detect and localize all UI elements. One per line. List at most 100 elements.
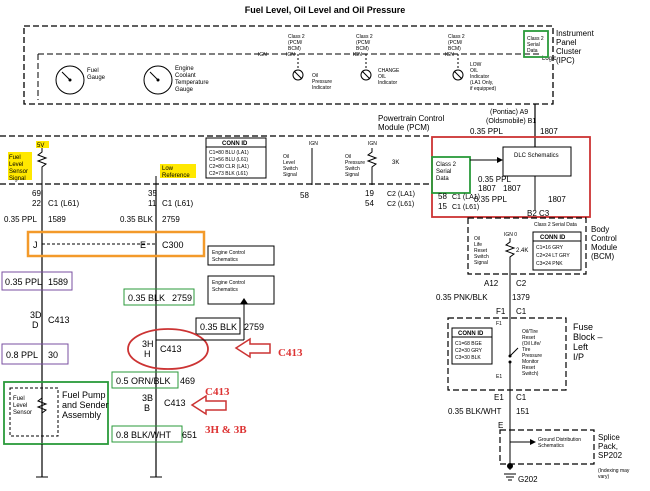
svg-text:CONN ID: CONN ID [222,141,248,147]
svg-text:11: 11 [148,199,157,208]
svg-text:0.35 PNK/BLK: 0.35 PNK/BLK [436,293,488,302]
fuel-pump-assembly [3,381,109,445]
svg-text:651: 651 [182,430,197,440]
svg-text:IGN: IGN [368,141,377,147]
svg-text:0.35 PPL: 0.35 PPL [4,215,37,224]
red-arrow-1 [234,337,271,359]
oldsmobile-pin: (Oldsmobile) B1 [486,118,536,125]
svg-text:A12: A12 [484,279,499,288]
svg-text:0.5 ORN/BLK: 0.5 ORN/BLK [116,376,171,386]
svg-text:C2=73 BLK (L61): C2=73 BLK (L61) [209,171,248,177]
c413-red-circle [127,328,209,370]
svg-text:0.35 PPL: 0.35 PPL [478,175,511,184]
svg-text:1807: 1807 [503,184,521,193]
dlc-box [502,146,572,177]
pontiac-pin: (Pontiac) A9 [490,109,528,116]
svg-text:Class 2(PCM/BCM): Class 2(PCM/BCM) [356,34,373,52]
svg-text:1807: 1807 [478,184,496,193]
svg-text:C1=56 BLU (L61): C1=56 BLU (L61) [209,157,248,163]
svg-text:0.8 BLK/WHT: 0.8 BLK/WHT [116,430,172,440]
svg-text:C1=68 BGE: C1=68 BGE [455,341,482,347]
svg-text:19: 19 [365,189,374,198]
fuse-conn-id [451,327,493,365]
svg-text:3H & 3B: 3H & 3B [205,424,247,436]
svg-text:C300: C300 [162,240,184,250]
pcm-class2-highlight [431,156,471,194]
svg-text:J: J [33,240,38,250]
bcm-box [467,217,587,275]
c300-highlight [26,230,206,258]
svg-text:IGN: IGN [286,52,295,58]
svg-text:469: 469 [180,376,195,386]
circuit-1807-top: 1807 [540,127,558,136]
svg-text:15: 15 [438,202,447,211]
svg-text:C1 (L61): C1 (L61) [162,199,193,208]
svg-text:2759: 2759 [162,215,180,224]
svg-text:Class 2(PCM/BCM): Class 2(PCM/BCM) [448,34,465,52]
svg-text:E: E [498,421,503,430]
svg-text:Class 2 Serial Data: Class 2 Serial Data [534,222,577,228]
ipc-box [23,25,554,105]
svg-text:C1 (L61): C1 (L61) [452,204,479,211]
svg-text:0.35 BLK: 0.35 BLK [128,293,165,303]
svg-text:C413: C413 [278,347,303,359]
svg-text:1807: 1807 [548,195,566,204]
svg-text:G202: G202 [518,475,538,484]
svg-text:54: 54 [365,199,374,208]
svg-text:151: 151 [516,407,530,416]
svg-text:0.35 BLK: 0.35 BLK [200,322,237,332]
svg-text:2759: 2759 [244,322,264,332]
svg-text:C2=24 LT GRY: C2=24 LT GRY [536,253,570,259]
ipc-class2-highlight [523,30,549,58]
svg-text:58: 58 [300,191,309,200]
svg-text:IGN 0: IGN 0 [504,232,517,238]
svg-text:CONN ID: CONN ID [458,331,484,337]
svg-text:0.8 PPL: 0.8 PPL [6,350,38,360]
svg-text:3B: 3B [142,393,153,403]
svg-text:B2 C3: B2 C3 [527,209,550,218]
red-arrow-2 [190,394,227,416]
svg-text:B: B [144,403,150,413]
svg-text:2.4K: 2.4K [516,248,528,254]
svg-text:0.35 PPL: 0.35 PPL [474,195,507,204]
svg-text:C413: C413 [160,344,182,354]
svg-text:C2=30 GRY: C2=30 GRY [455,348,483,354]
svg-text:C1: C1 [516,393,527,402]
svg-text:C413: C413 [205,386,230,398]
fuse-block-box [447,317,567,391]
svg-text:H: H [144,349,151,359]
svg-text:22: 22 [32,199,41,208]
wire-035ppl-top: 0.35 PPL [470,127,503,136]
svg-text:E1: E1 [496,374,502,380]
svg-text:Class 2(PCM/BCM): Class 2(PCM/BCM) [288,34,305,52]
sv-label: 5V [37,143,44,149]
splice-pack-box [499,429,595,465]
svg-text:C1=80 BLU (LA1): C1=80 BLU (LA1) [209,150,249,156]
pcm-conn-id [205,137,267,179]
svg-text:F1: F1 [496,321,502,327]
svg-text:C1=16 GRY: C1=16 GRY [536,245,564,251]
svg-text:35: 35 [148,189,157,198]
svg-text:C2=80 CLR (LA1): C2=80 CLR (LA1) [209,164,249,170]
coolant-gauge-icon [143,65,173,95]
svg-text:C3=24 PNK: C3=24 PNK [536,261,563,267]
svg-text:58: 58 [438,192,447,201]
svg-text:69: 69 [32,189,41,198]
